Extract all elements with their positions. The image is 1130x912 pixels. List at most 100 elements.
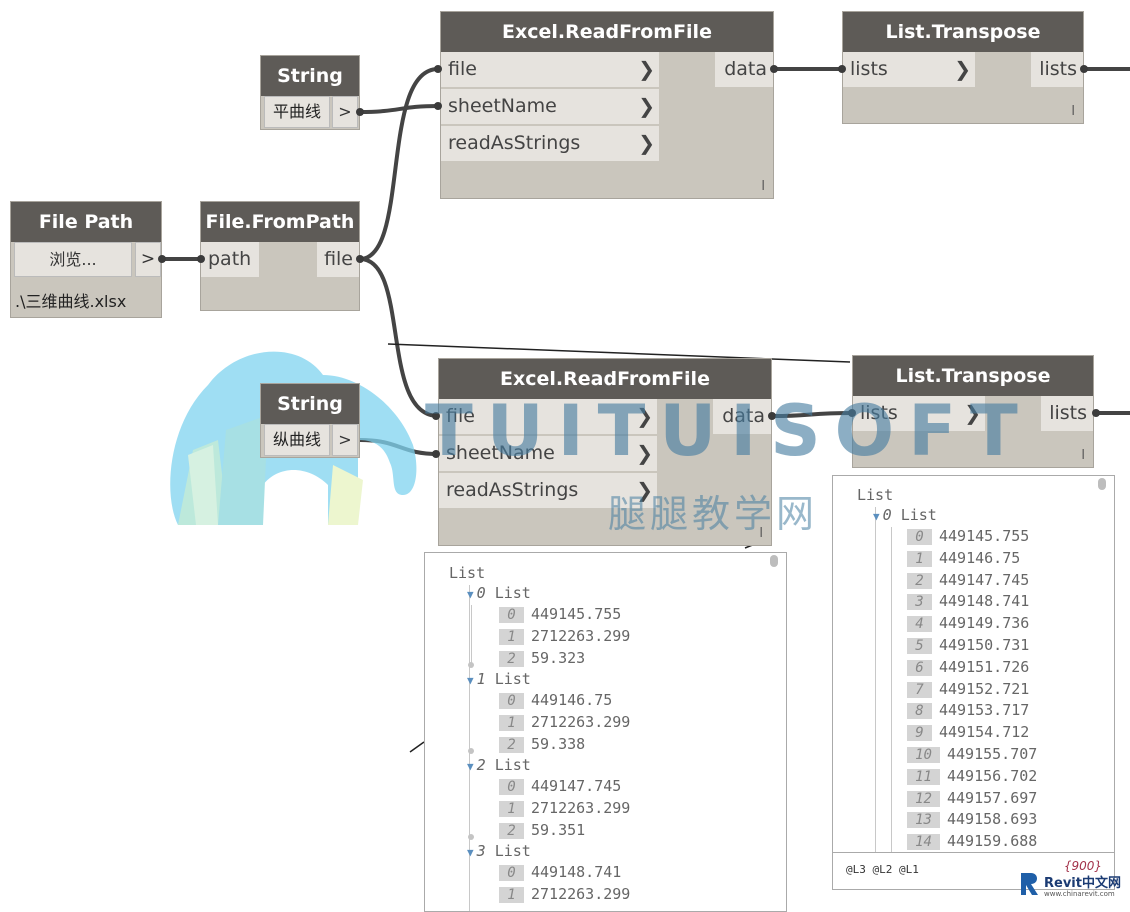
port-dot — [770, 65, 778, 73]
item-index: 2 — [907, 572, 932, 589]
collapse-arrow-icon[interactable]: ▼ — [467, 760, 474, 773]
lacing-indicator[interactable]: l — [759, 526, 763, 541]
lacing-indicator[interactable]: l — [1071, 104, 1075, 119]
item-index: 0 — [499, 693, 524, 709]
output-port[interactable]: > — [135, 242, 161, 277]
scrollbar-thumb[interactable] — [1098, 478, 1106, 490]
list-levels[interactable]: @L3 @L2 @L1 — [846, 863, 919, 876]
input-port-lists[interactable]: lists❯ — [843, 52, 975, 87]
string-value-field[interactable]: 平曲线 — [264, 96, 330, 128]
collapse-arrow-icon[interactable]: ▼ — [467, 588, 474, 601]
chevron-right-icon: ❯ — [638, 57, 655, 81]
collapse-arrow-icon[interactable]: ▼ — [467, 846, 474, 859]
input-port-file[interactable]: file❯ — [441, 52, 659, 87]
item-value: 449146.75 — [531, 691, 613, 709]
list-transpose-node-1[interactable]: List.Transpose lists❯ lists l — [842, 11, 1084, 124]
item-count: {900} — [1063, 859, 1102, 873]
file-path-node[interactable]: File Path 浏览... > .\三维曲线.xlsx — [10, 201, 162, 318]
browse-button[interactable]: 浏览... — [14, 242, 132, 277]
watermark-cn: 腿腿教学网 — [608, 492, 819, 536]
input-port-file[interactable]: file ❯ — [439, 399, 657, 434]
lacing-indicator[interactable]: l — [761, 179, 765, 194]
item-index: 0 — [499, 607, 524, 623]
input-port-sheetname[interactable]: sheetName❯ — [441, 89, 659, 124]
excel-readfromfile-node-1[interactable]: Excel.ReadFromFile file❯ sheetName❯ read… — [440, 11, 774, 199]
item-index: 14 — [907, 834, 940, 851]
output-port-lists[interactable]: lists — [1031, 52, 1083, 87]
item-value: 449159.688 — [947, 832, 1038, 851]
port-label: readAsStrings — [448, 132, 581, 154]
item-value: 449146.75 — [939, 548, 1021, 567]
watch-footer-right: @L3 @L2 @L1 {900} — [832, 853, 1115, 890]
input-port-lists[interactable]: lists❯ — [853, 396, 985, 431]
output-port[interactable]: > — [332, 96, 358, 128]
chevron-right-icon: ❯ — [636, 404, 653, 428]
chevron-right-icon: ❯ — [636, 478, 653, 502]
string-value-field[interactable]: 纵曲线 — [264, 424, 330, 456]
revit-logo: Revit中文网 www.chinarevit.com — [1017, 868, 1130, 905]
node-title[interactable]: String — [261, 56, 359, 96]
item-index: 1 — [907, 550, 932, 567]
list-header[interactable]: ▼0 List — [467, 583, 531, 604]
list-index: 0 — [882, 506, 892, 524]
item-index: 9 — [907, 725, 932, 742]
list-index: 2 — [476, 756, 486, 774]
port-dot — [197, 255, 205, 263]
chevron-right-icon: ❯ — [638, 94, 655, 118]
port-dot — [158, 255, 166, 263]
tree-root-label: List — [449, 564, 486, 582]
node-title[interactable]: String — [261, 384, 359, 424]
input-port-readasstrings[interactable]: readAsStrings❯ — [439, 473, 657, 508]
port-label: file — [446, 405, 475, 427]
watermark-brand: TUITUISOFT — [425, 390, 1032, 472]
list-header[interactable]: ▼1 List — [467, 669, 531, 690]
revit-r-icon — [1021, 873, 1038, 895]
node-title[interactable]: Excel.ReadFromFile — [439, 359, 771, 399]
tree-end-bullet — [468, 662, 474, 668]
list-header[interactable]: ▼2 List — [467, 755, 531, 776]
output-port-data[interactable]: data — [713, 399, 771, 434]
port-dot — [768, 412, 776, 420]
revit-logo-name: Revit中文网 — [1044, 876, 1121, 891]
item-index: 4 — [907, 616, 932, 633]
item-index: 12 — [907, 790, 940, 807]
list-header[interactable]: ▼3 List — [467, 841, 531, 862]
input-port-readasstrings[interactable]: readAsStrings❯ — [441, 126, 659, 161]
item-index: 1 — [499, 801, 524, 817]
collapse-arrow-icon[interactable]: ▼ — [873, 510, 880, 523]
output-port-lists[interactable]: lists — [1041, 396, 1093, 431]
node-title[interactable]: List.Transpose — [853, 356, 1093, 396]
output-port[interactable]: > — [332, 424, 358, 456]
collapse-arrow-icon[interactable]: ▼ — [467, 674, 474, 687]
lacing-indicator[interactable]: l — [1081, 448, 1085, 463]
output-port-file[interactable]: file — [317, 242, 359, 277]
item-value: 449153.717 — [939, 701, 1030, 720]
node-title[interactable]: List.Transpose — [843, 12, 1083, 52]
item-value: 59.338 — [531, 735, 586, 753]
node-title[interactable]: Excel.ReadFromFile — [441, 12, 773, 52]
item-index: 5 — [907, 638, 932, 654]
scrollbar-thumb[interactable] — [770, 555, 778, 567]
node-title[interactable]: File.FromPath — [201, 202, 359, 242]
input-port-path[interactable]: path — [201, 242, 259, 277]
tree-root-label: List — [857, 486, 894, 504]
input-port-sheetname[interactable]: sheetName❯ — [439, 436, 657, 471]
excel-readfromfile-node-2[interactable]: Excel.ReadFromFile file ❯ sheetName❯ read… — [438, 358, 772, 546]
item-value: 449155.707 — [947, 745, 1038, 763]
node-title[interactable]: File Path — [11, 202, 161, 242]
port-dot — [838, 65, 846, 73]
string-node-2[interactable]: String 纵曲线 > — [260, 383, 360, 458]
string-node-1[interactable]: String 平曲线 > — [260, 55, 360, 130]
list-header[interactable]: ▼0 List — [873, 505, 937, 526]
file-frompath-node[interactable]: File.FromPath path file — [200, 201, 360, 311]
list-transpose-node-2[interactable]: List.Transpose lists❯ lists l — [852, 355, 1094, 468]
output-port-data[interactable]: data — [715, 52, 773, 87]
